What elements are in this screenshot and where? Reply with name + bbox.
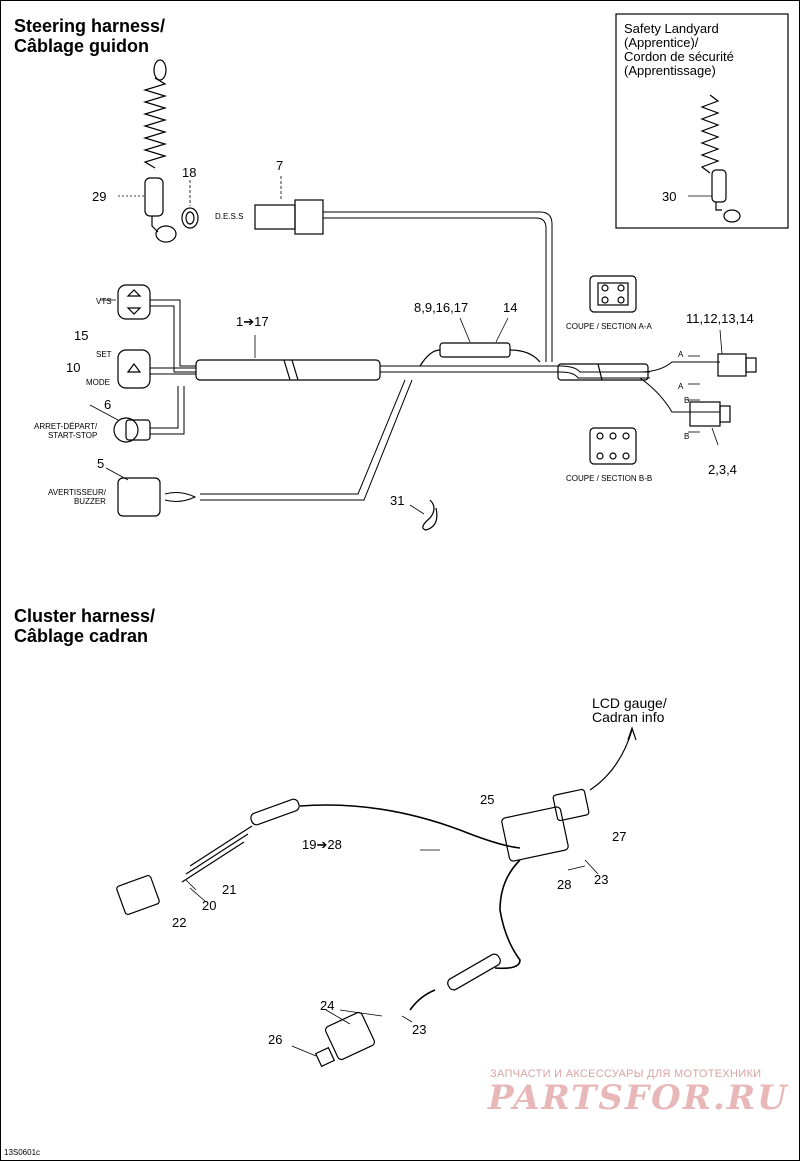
cluster-harness-heading: Cluster harness/ Câblage cadran xyxy=(14,606,156,646)
dess-connector xyxy=(254,176,324,235)
dess-label: D.E.S.S xyxy=(215,212,244,221)
lcd-gauge-label: LCD gauge/ Cadran info xyxy=(592,695,667,725)
callout-11-12-13-14: 11,12,13,14 xyxy=(686,311,754,326)
callout-25: 25 xyxy=(480,792,495,807)
callout-28: 28 xyxy=(557,877,572,892)
set-label: SET xyxy=(96,350,112,359)
safety-lanyard-coil xyxy=(688,94,741,223)
watermark-tagline: ЗАПЧАСТИ И АКСЕССУАРЫ ДЛЯ МОТОТЕХНИКИ xyxy=(490,1068,762,1080)
connector-22 xyxy=(116,874,160,916)
section-bb xyxy=(589,427,637,465)
buzzer-body xyxy=(117,477,161,517)
safety-landyard-box xyxy=(615,13,789,229)
lanyard-coil-29 xyxy=(118,59,177,243)
connector-24 xyxy=(324,1011,376,1061)
callout-27: 27 xyxy=(612,829,627,844)
callout-21: 21 xyxy=(222,882,237,897)
section-aa-label: COUPE / SECTION A-A xyxy=(566,322,652,331)
section-b-lower: B xyxy=(684,432,690,441)
callout-23-top: 23 xyxy=(594,872,609,887)
mode-switch xyxy=(117,349,151,389)
connector-b xyxy=(689,401,731,446)
callout-30: 30 xyxy=(662,189,677,204)
safety-landyard-title: Safety Landyard (Apprentice)/ Cordon de … xyxy=(624,21,734,78)
callout-26: 26 xyxy=(268,1032,283,1047)
right-sleeve xyxy=(557,363,649,381)
callout-15: 15 xyxy=(74,328,89,343)
callout-7: 7 xyxy=(276,158,284,173)
start-stop-label: ARRET-DÉPART/ START-STOP xyxy=(34,422,98,440)
callout-31: 31 xyxy=(390,493,405,508)
callout-14: 14 xyxy=(503,300,518,315)
watermark-logo: PARTSFOR.RU xyxy=(488,1078,789,1118)
vts-switch xyxy=(117,284,151,320)
cable-tie-31 xyxy=(422,499,438,531)
buzzer-label: AVERTISSEUR/ BUZZER xyxy=(48,488,106,506)
section-aa xyxy=(589,275,637,313)
start-stop-switch xyxy=(113,417,139,443)
callout-20: 20 xyxy=(202,898,217,913)
callout-6: 6 xyxy=(104,397,112,412)
seal-26 xyxy=(314,1046,336,1068)
callout-29: 29 xyxy=(92,189,107,204)
steering-harness-heading: Steering harness/ Câblage guidon xyxy=(14,16,166,56)
ring-18 xyxy=(181,207,199,229)
section-b-upper: B xyxy=(684,396,690,405)
vts-label: VTS xyxy=(96,297,112,306)
connector-a xyxy=(717,329,757,377)
section-a-upper: A xyxy=(678,350,684,359)
callout-10: 10 xyxy=(66,360,81,375)
callout-2-3-4: 2,3,4 xyxy=(708,462,737,477)
callout-18: 18 xyxy=(182,165,197,180)
harness-wires xyxy=(150,211,720,502)
callout-24: 24 xyxy=(320,998,335,1013)
cluster-harness xyxy=(116,726,637,1068)
lcd-cover-27 xyxy=(552,788,590,822)
section-a-lower: A xyxy=(678,382,684,391)
callout-5: 5 xyxy=(97,456,105,471)
connector-25 xyxy=(501,806,569,862)
callout-8-9-16-17: 8,9,16,17 xyxy=(414,300,469,315)
splice-sleeve xyxy=(439,342,511,358)
callout-19-28: 19➔28 xyxy=(302,837,342,852)
callout-1-17: 1➔17 xyxy=(236,314,269,329)
section-bb-label: COUPE / SECTION B-B xyxy=(566,474,653,483)
callout-22: 22 xyxy=(172,915,187,930)
callout-23-bottom: 23 xyxy=(412,1022,427,1037)
figure-code: 13S0601c xyxy=(4,1148,41,1157)
mode-label: MODE xyxy=(86,378,110,387)
main-sleeve xyxy=(195,359,381,381)
